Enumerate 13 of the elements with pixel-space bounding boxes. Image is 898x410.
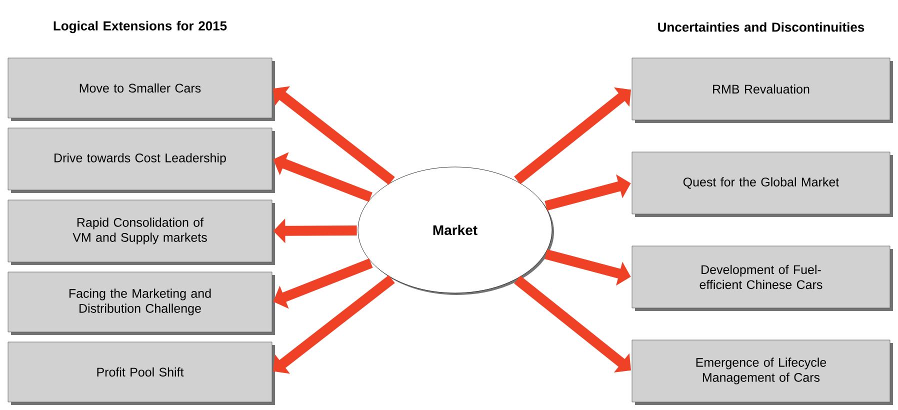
text-box: Profit Pool Shift [8,342,275,405]
text-box: Quest for the Global Market [632,152,893,217]
column-heading: Uncertainties and Discontinuities [658,22,864,32]
text-box: RMB Revaluation [632,58,893,123]
text-box: Move to Smaller Cars [8,58,275,121]
text-box: Rapid Consolidation of VM and Supply markets [8,200,275,265]
text-box: Drive towards Cost Leadership [8,128,275,193]
block-arrow [514,87,631,184]
column-heading: Logical Extensions for 2015 [54,20,227,34]
text-box: Development of Fuel-efficient Chinese Cars [632,246,893,311]
text-box: Emergence of Lifecycle Management of Cars [632,340,893,405]
text-box: Facing the Marketing and Distribution Challenge [8,272,275,335]
block-arrow [273,275,395,374]
